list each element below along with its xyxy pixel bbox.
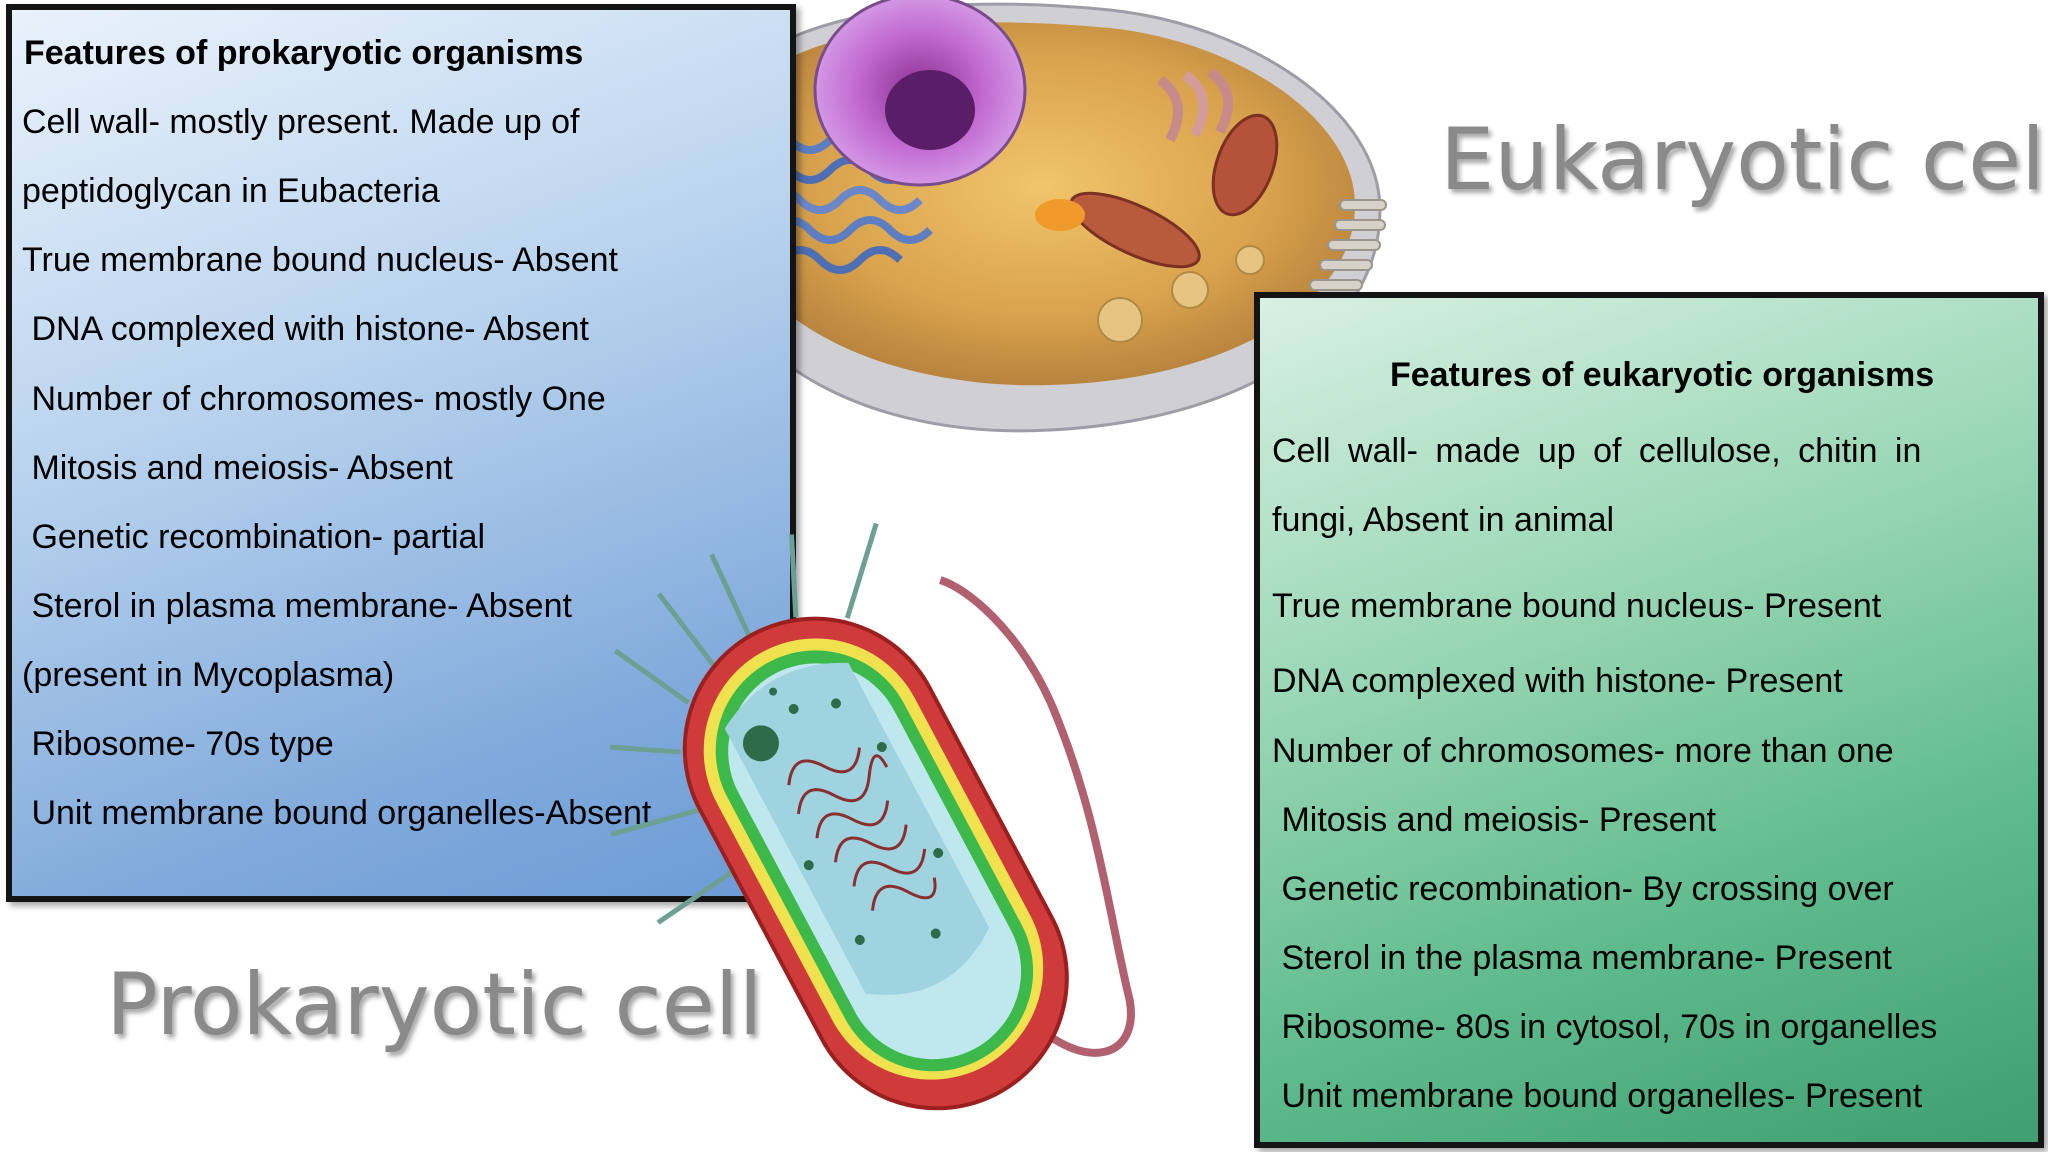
prokaryotic-feature-line: (present in Mycoplasma) xyxy=(22,656,395,694)
eukaryotic-feature-line: True membrane bound nucleus- Present xyxy=(1272,587,1882,625)
prokaryotic-feature-line: Unit membrane bound organelles-Absent xyxy=(22,794,652,832)
eukaryotic-feature-line: Mitosis and meiosis- Present xyxy=(1272,801,1717,839)
prokaryotic-feature-line: True membrane bound nucleus- Absent xyxy=(22,241,618,279)
prokaryotic-features-heading: Features of prokaryotic organisms xyxy=(24,34,584,72)
prokaryotic-feature-line: Mitosis and meiosis- Absent xyxy=(22,449,453,487)
eukaryotic-feature-line: Ribosome- 80s in cytosol, 70s in organel… xyxy=(1272,1008,1938,1046)
prokaryotic-feature-line: Genetic recombination- partial xyxy=(22,518,486,556)
eukaryotic-cell-title: Eukaryotic cell xyxy=(1440,110,2048,210)
eukaryotic-feature-line: DNA complexed with histone- Present xyxy=(1272,662,1843,700)
eukaryotic-feature-line: fungi, Absent in animal xyxy=(1272,501,1615,539)
prokaryotic-feature-line: Sterol in plasma membrane- Absent xyxy=(22,587,572,625)
eukaryotic-feature-line: Genetic recombination- By crossing over xyxy=(1272,870,1894,908)
eukaryotic-cell-illustration xyxy=(708,0,1387,433)
eukaryotic-feature-line: Sterol in the plasma membrane- Present xyxy=(1272,939,1892,977)
prokaryotic-feature-line: Number of chromosomes- mostly One xyxy=(22,380,606,418)
prokaryotic-cell-illustration xyxy=(610,522,1135,1111)
eukaryotic-feature-line: Cell wall- made up of cellulose, chitin … xyxy=(1272,432,1922,470)
eukaryotic-features-panel xyxy=(1254,292,2044,1148)
eukaryotic-feature-line: Unit membrane bound organelles- Present xyxy=(1272,1077,1923,1115)
prokaryotic-feature-line: Cell wall- mostly present. Made up of xyxy=(22,103,580,141)
eukaryotic-feature-line: Number of chromosomes- more than one xyxy=(1272,732,1894,770)
prokaryotic-feature-line: Ribosome- 70s type xyxy=(22,725,334,763)
prokaryotic-cell-title: Prokaryotic cell xyxy=(106,955,763,1055)
prokaryotic-feature-line: peptidoglycan in Eubacteria xyxy=(22,172,440,210)
prokaryotic-feature-line: DNA complexed with histone- Absent xyxy=(22,310,589,348)
eukaryotic-features-heading: Features of eukaryotic organisms xyxy=(1390,356,1935,394)
